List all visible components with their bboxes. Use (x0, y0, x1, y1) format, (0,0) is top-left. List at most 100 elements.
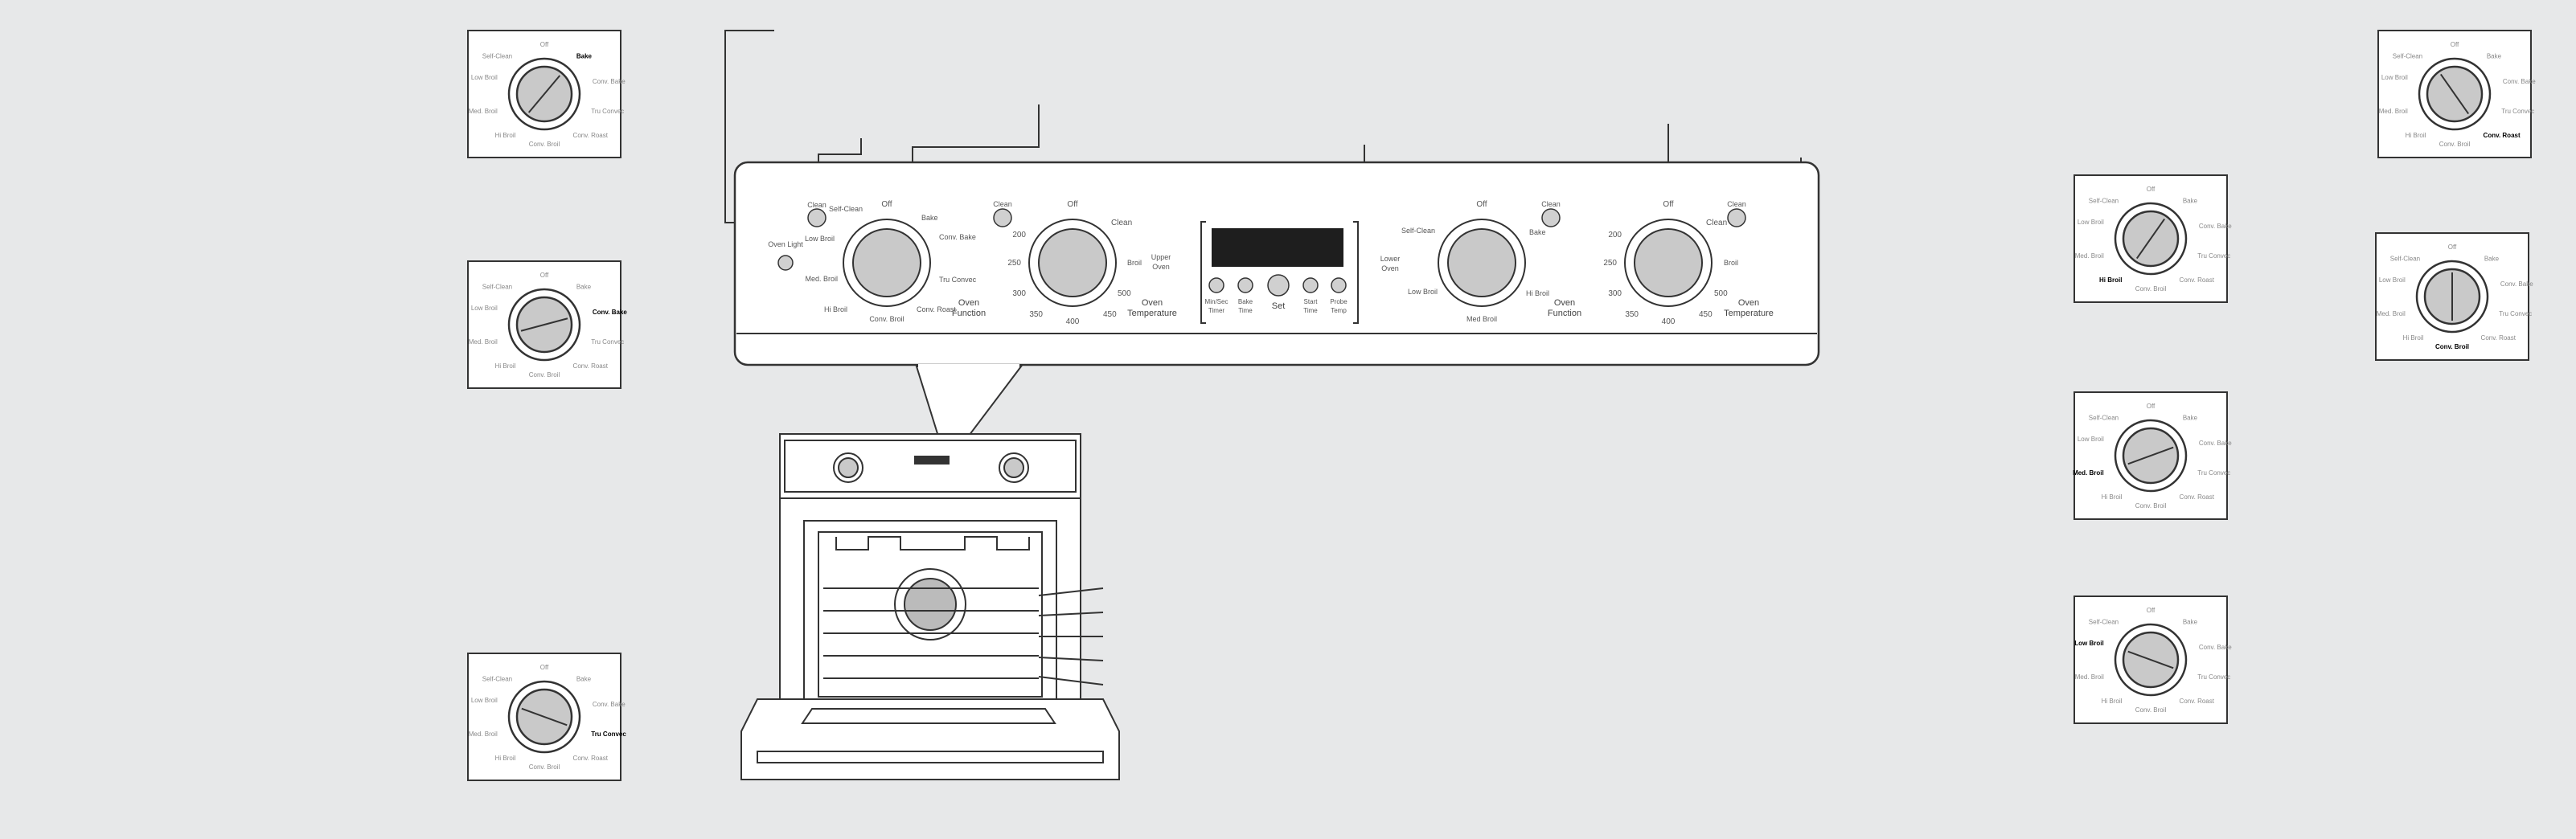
upf-label-1: Off (881, 200, 892, 209)
thumbnail-dial-label: Tru Convec (2197, 673, 2230, 681)
thumbnail-dial-label: Med. Broil (2379, 108, 2408, 115)
lof-label-3: Hi Broil (1526, 289, 1549, 297)
upf-caption-1: Oven (958, 298, 979, 308)
timer-bracket-left (1200, 221, 1206, 324)
bake-time-button[interactable] (1237, 277, 1253, 293)
thumbnail-dial-label: Bake (2484, 256, 2500, 263)
thumbnail-dial-label: Tru Convec (2499, 310, 2532, 317)
lof-caption-2: Function (1548, 309, 1581, 318)
lot-label-0: Off (1663, 200, 1673, 209)
upper-function-dial-knob (852, 228, 921, 297)
upper-oven-label-2: Oven (1152, 263, 1170, 271)
upper-temp-dial-knob (1038, 228, 1107, 297)
thumbnail-dial-label: Low Broil (2381, 74, 2408, 81)
thumbnail-dial-label: Conv. Bake (2199, 644, 2232, 651)
thumbnail-dial-label: Self-Clean (2393, 53, 2422, 60)
thumbnail-knob-pointer (2135, 218, 2166, 260)
lower-temperature-knob[interactable] (1624, 219, 1713, 307)
thumbnail-dial-label: Med. Broil (469, 108, 498, 115)
timer-btn-2-l1: Set (1272, 301, 1286, 311)
thumbnail-dial-label: Self-Clean (2390, 256, 2420, 263)
lot-label-9: 200 (1608, 231, 1622, 239)
probe-temp-button[interactable] (1331, 277, 1347, 293)
lof-label-1: Off (1476, 200, 1487, 209)
thumbnail-dial-label: Hi Broil (2102, 698, 2123, 705)
oven-door-handle (757, 751, 1104, 763)
thumbnail-dial-label: Bake (2183, 198, 2198, 205)
thumbnail-knob-pointer (2439, 73, 2470, 115)
upper-clean-button[interactable] (807, 208, 827, 227)
thumbnail-dial-label: Self-Clean (482, 676, 512, 683)
oven-mini-knob-right-inner (1003, 457, 1024, 478)
thumbnail-dial-label: Med. Broil (2075, 673, 2104, 681)
right-clean-button[interactable] (1727, 208, 1746, 227)
upf-label-9: Low Broil (805, 235, 835, 243)
thumbnail-dial-label: Conv. Bake (593, 309, 628, 316)
thumbnail-dial-label: Low Broil (471, 305, 498, 312)
thumbnail-dial-label: Tru Convec (2197, 252, 2230, 260)
lower-clean-label: Clean (1541, 200, 1561, 208)
thumbnail-dial-label: Conv. Bake (2199, 440, 2232, 447)
upper-clean-label: Clean (807, 201, 827, 209)
thumbnail-dial-label: Conv. Roast (2180, 698, 2215, 705)
lof-caption-1: Oven (1554, 298, 1575, 308)
lof-label-2: Bake (1529, 228, 1546, 236)
upper-temperature-knob[interactable] (1028, 219, 1117, 307)
upt-label-7: 300 (1012, 289, 1026, 298)
thumbnail-dial-label: Conv. Bake (2199, 223, 2232, 230)
lower-oven-label-2: Oven (1381, 264, 1399, 272)
timer-btn-0-l2: Timer (1208, 307, 1224, 314)
lot-label-1: Clean (1706, 219, 1727, 227)
control-panel: Oven Light Clean Self-Clean Off Bake Con… (733, 161, 1820, 366)
upper-function-knob[interactable] (843, 219, 931, 307)
upt-label-6: 350 (1029, 310, 1043, 319)
oven-convection-fan-guard (904, 578, 957, 631)
set-knob[interactable] (1267, 274, 1290, 297)
min-sec-timer-button[interactable] (1208, 277, 1224, 293)
thumbnail-dial-label: Conv. Roast (2180, 493, 2215, 501)
lof-label-0: Self-Clean (1401, 227, 1435, 235)
thumbnail-dial-label: Conv. Broil (2439, 141, 2471, 148)
oven-top-panel-inner (784, 440, 1077, 493)
thumbnail-knob-pointer (527, 75, 561, 113)
thumbnail-dial-label: Off (540, 272, 549, 279)
timer-btn-1-l1: Bake (1238, 298, 1253, 305)
thumbnail-dial-label: Conv. Roast (2180, 276, 2215, 284)
upt-label-0: Off (1067, 200, 1077, 209)
upf-label-6: Conv. Broil (869, 315, 904, 323)
start-time-button[interactable] (1302, 277, 1319, 293)
thumbnail-dial-label: Tru Convec (2501, 108, 2534, 115)
lower-function-knob[interactable] (1438, 219, 1526, 307)
lot-label-3: 500 (1714, 289, 1728, 298)
thumbnail-dial-label: Conv. Roast (2481, 334, 2517, 342)
oven-door (740, 698, 1120, 780)
oven-top-panel (779, 433, 1081, 499)
oven-light-button[interactable] (777, 255, 794, 271)
thumbnail-dial-label: Med. Broil (2377, 310, 2406, 317)
thumbnail-dial-label: Off (2451, 41, 2459, 48)
thumbnail-dial-label: Off (540, 41, 549, 48)
thumbnail-knob-pointer (521, 707, 568, 726)
lower-clean-button[interactable] (1541, 208, 1561, 227)
thumbnail-dial-label: Hi Broil (495, 132, 516, 139)
mid-clean-button[interactable] (993, 208, 1012, 227)
upt-label-5: 400 (1066, 317, 1080, 326)
thumbnail-dial-label: Off (2147, 607, 2156, 614)
thumbnail-dial-label: Conv. Broil (2135, 502, 2167, 510)
thumbnail-dial-label: Hi Broil (2406, 132, 2426, 139)
lower-function-dial-knob (1447, 228, 1516, 297)
thumbnail-dial-label: Off (540, 664, 549, 671)
thumbnail-dial-label: Self-Clean (482, 53, 512, 60)
lof-label-4: Med Broil (1466, 315, 1497, 323)
rack-callouts (1038, 587, 1104, 686)
thumbnail-dial-label: Bake (2183, 619, 2198, 626)
timer-btn-3-l2: Time (1303, 307, 1318, 314)
upt-label-9: 200 (1012, 231, 1026, 239)
thumbnail-dial-label: Hi Broil (2403, 334, 2424, 342)
thumbnail-dial-label: Low Broil (2074, 640, 2103, 647)
lot-caption-1: Oven (1738, 298, 1759, 308)
thumbnail-dial-label: Bake (2183, 415, 2198, 422)
